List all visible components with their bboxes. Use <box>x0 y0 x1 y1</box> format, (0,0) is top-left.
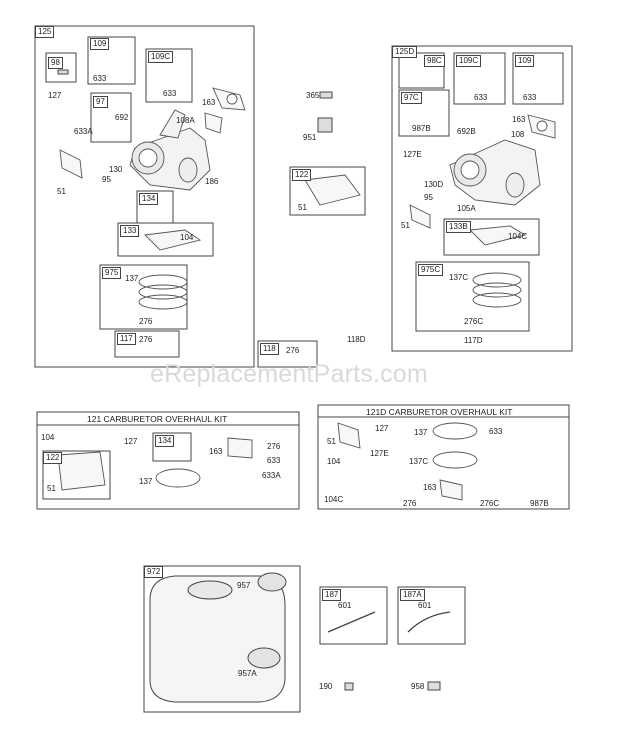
watermark-text: eReplacementParts.com <box>150 360 428 388</box>
part-label: 118D <box>347 335 366 344</box>
group-label-109c: 109C <box>148 51 174 63</box>
group-label-122: 122 <box>292 169 312 181</box>
part-label: 987B <box>530 499 549 508</box>
kit-121d-frame <box>317 404 570 510</box>
part-label: 633 <box>163 89 177 98</box>
group-label-133b: 133B <box>446 221 471 233</box>
part-label: 137 <box>125 274 139 283</box>
part-label: 127 <box>48 91 62 100</box>
kit-121-frame <box>36 411 300 510</box>
part-label: 276C <box>464 317 484 326</box>
group-label-975: 975 <box>102 267 122 279</box>
part-label: 104C <box>508 232 528 241</box>
part-label: 692 <box>115 113 129 122</box>
part-label: 163 <box>512 115 526 124</box>
group-label-98: 98 <box>48 57 63 69</box>
group-label-109c-d: 109C <box>456 55 482 67</box>
part-label: 108 <box>511 130 525 139</box>
part-label: 951 <box>303 133 317 142</box>
part-label: 104C <box>324 495 344 504</box>
part-label: 633 <box>93 74 107 83</box>
part-label: 127 <box>124 437 138 446</box>
part-label: 987B <box>412 124 431 133</box>
part-label: 95 <box>102 175 111 184</box>
group-125-frame <box>34 25 255 368</box>
group-label-109: 109 <box>90 38 110 50</box>
part-label: 958 <box>411 682 425 691</box>
part-label: 108A <box>176 116 195 125</box>
part-label: 276C <box>480 499 500 508</box>
part-label: 51 <box>327 437 336 446</box>
group-label-133: 133 <box>120 225 140 237</box>
part-label: 137 <box>139 477 153 486</box>
group-label-134: 134 <box>139 193 159 205</box>
part-label: 633 <box>489 427 503 436</box>
part-label: 130D <box>424 180 444 189</box>
group-label-972: 972 <box>144 566 164 578</box>
part-label: 633A <box>262 471 281 480</box>
part-label: 276 <box>139 317 153 326</box>
part-label: 51 <box>47 484 56 493</box>
part-label: 957 <box>237 581 251 590</box>
part-label: 163 <box>202 98 216 107</box>
group-label-97: 97 <box>93 96 108 108</box>
part-label: 163 <box>423 483 437 492</box>
part-label: 633 <box>474 93 488 102</box>
group-label-98c: 98C <box>424 55 445 67</box>
part-label: 137 <box>414 428 428 437</box>
group-label-117: 117 <box>117 333 136 345</box>
part-label: 692B <box>457 127 476 136</box>
part-label: 104 <box>327 457 341 466</box>
group-187-frame <box>319 586 388 645</box>
part-label: 276 <box>403 499 417 508</box>
part-label: 117D <box>464 336 483 345</box>
kit-label-122: 122 <box>43 452 63 464</box>
group-label-187a: 187A <box>400 589 425 601</box>
part-label: 633 <box>267 456 281 465</box>
part-label: 276 <box>267 442 281 451</box>
group-label-125d: 125D <box>392 46 418 58</box>
kit-label-134: 134 <box>155 435 175 447</box>
kit-121-title: 121 CARBURETOR OVERHAUL KIT <box>87 414 228 424</box>
group-label-975c: 975C <box>418 264 444 276</box>
part-label: 276 <box>286 346 300 355</box>
part-label: 365 <box>306 91 320 100</box>
group-label-118: 118 <box>260 343 279 355</box>
group-label-97c: 97C <box>401 92 422 104</box>
part-label: 276 <box>139 335 153 344</box>
group-label-125: 125 <box>35 26 55 38</box>
part-label: 127E <box>370 449 389 458</box>
group-125d-frame <box>391 45 573 352</box>
part-label: 633 <box>523 93 537 102</box>
part-label: 137C <box>409 457 429 466</box>
group-187a-frame <box>397 586 466 645</box>
part-label: 104 <box>41 433 55 442</box>
group-label-109-d: 109 <box>515 55 535 67</box>
part-label: 633A <box>74 127 93 136</box>
part-label: 51 <box>57 187 66 196</box>
part-label: 130 <box>109 165 123 174</box>
part-label: 51 <box>401 221 410 230</box>
group-label-187: 187 <box>322 589 342 601</box>
part-label: 957A <box>238 669 257 678</box>
part-label: 95 <box>424 193 433 202</box>
part-label: 127E <box>403 150 422 159</box>
part-label: 190 <box>319 682 333 691</box>
part-label: 105A <box>457 204 476 213</box>
part-label: 163 <box>209 447 223 456</box>
part-label: 104 <box>180 233 194 242</box>
part-label: 51 <box>298 203 307 212</box>
group-972-frame <box>143 565 301 713</box>
part-label: 601 <box>338 601 352 610</box>
kit-121d-title: 121D CARBURETOR OVERHAUL KIT <box>366 407 513 417</box>
part-label: 127 <box>375 424 389 433</box>
part-label: 601 <box>418 601 432 610</box>
part-label: 137C <box>449 273 469 282</box>
part-label: 186 <box>205 177 219 186</box>
